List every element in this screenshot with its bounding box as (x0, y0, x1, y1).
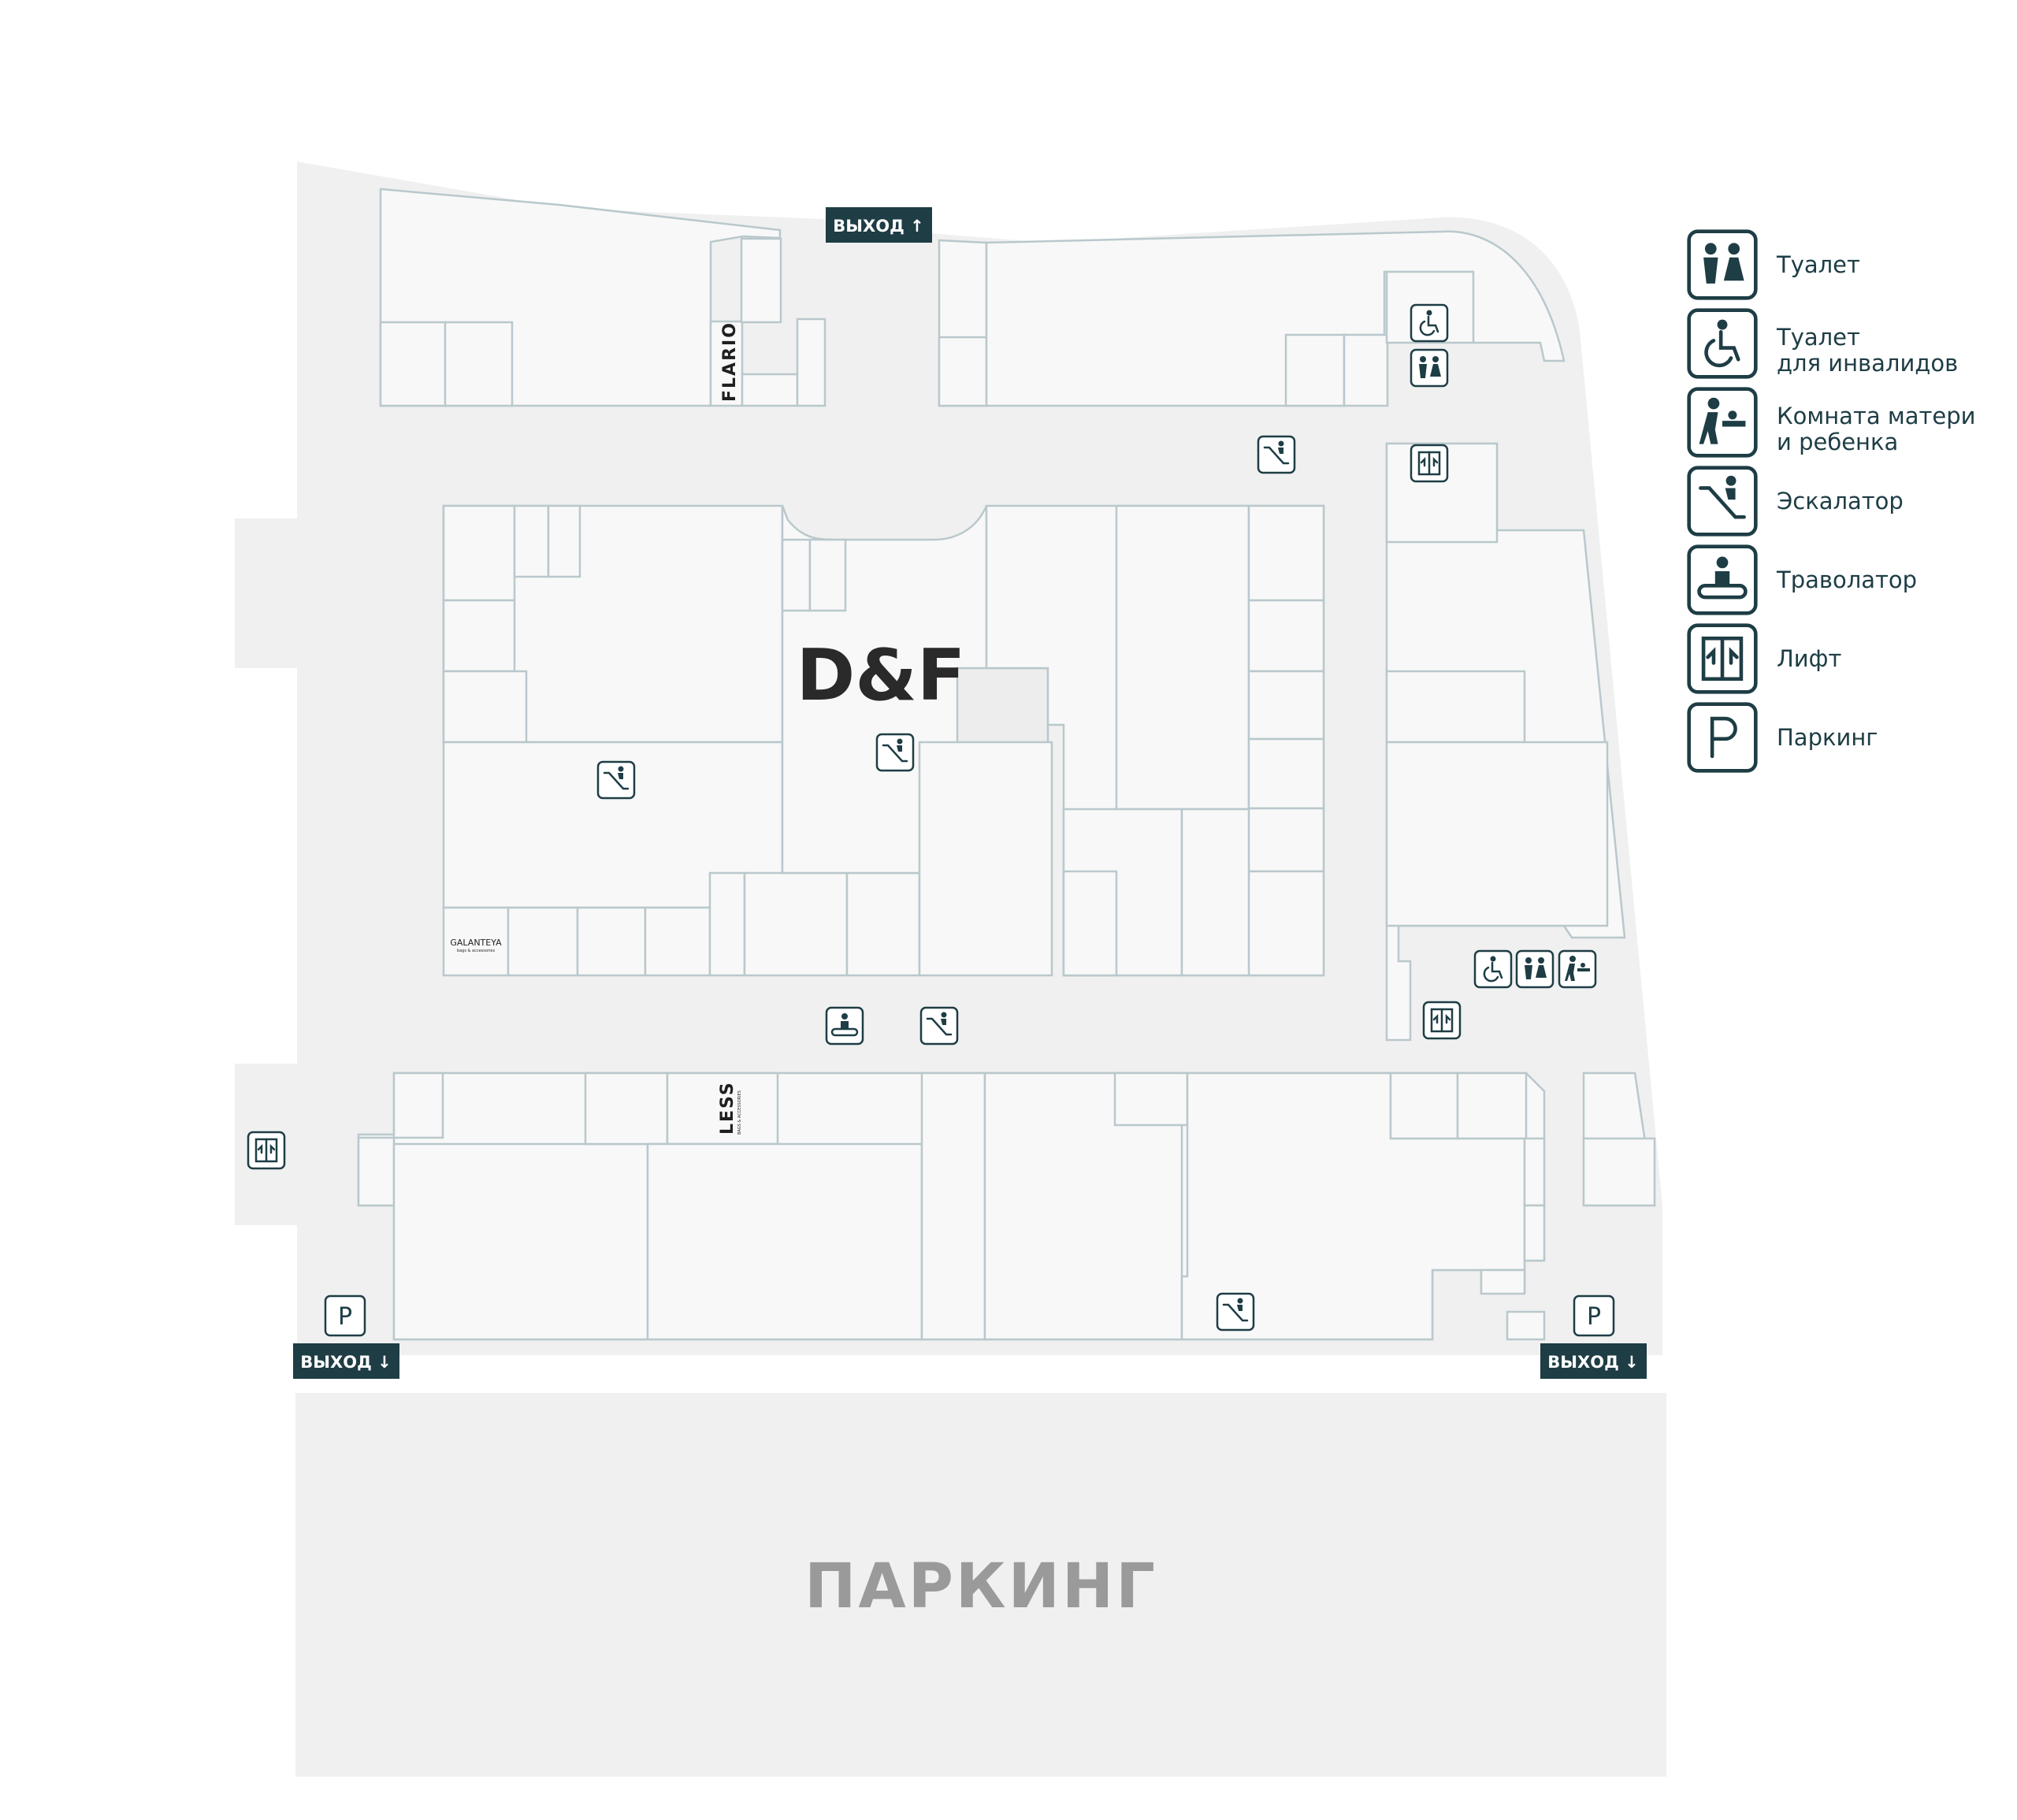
exit-bottom-left-label: ВЫХОД ↓ (300, 1353, 391, 1372)
escalator-icon[interactable] (875, 733, 915, 772)
top-right-block (938, 230, 1566, 407)
parking-sign-left-letter: P (338, 1303, 352, 1331)
parking-sign-right-letter: P (1587, 1303, 1601, 1331)
mother-child-room-icon (1686, 386, 1759, 459)
exit-bottom-right-label: ВЫХОД ↓ (1547, 1353, 1638, 1372)
galanteya-tagline: bags & accessories (457, 949, 496, 953)
accessible-toilet-icon[interactable] (1473, 949, 1513, 989)
travelator-icon[interactable] (825, 1006, 864, 1046)
legend-item-escalator: Эскалатор (1686, 465, 2009, 537)
exit-bottom-left[interactable]: ВЫХОД ↓ (293, 1343, 399, 1379)
parking-sign-left[interactable]: P (324, 1294, 366, 1337)
legend-label: Комната матери и ребенка (1777, 403, 1975, 455)
exit-top[interactable]: ВЫХОД ↑ (826, 207, 932, 243)
df-block (781, 505, 1053, 977)
store-flario-logo[interactable]: FLARIO (720, 321, 740, 402)
legend-label-line1: Комната матери (1777, 403, 1976, 429)
toilet-icon[interactable] (1410, 348, 1449, 388)
center-left-block (442, 504, 921, 977)
store-less-logo[interactable]: LESS BAGS & ACCESSORIES (718, 1081, 742, 1135)
escalator-icon[interactable] (919, 1006, 959, 1046)
legend-label: Эскалатор (1777, 488, 1904, 514)
legend-label: Траволатор (1777, 566, 1918, 593)
less-name: LESS (718, 1081, 737, 1135)
parking-lot-label: ПАРКИНГ (804, 1551, 1157, 1622)
mother-child-room-icon[interactable] (1558, 949, 1597, 989)
legend-label-line2: и ребенка (1777, 429, 1899, 455)
elevator-icon[interactable] (247, 1131, 286, 1170)
parking-sign-right[interactable]: P (1573, 1294, 1615, 1337)
escalator-icon[interactable] (596, 760, 636, 800)
toilet-icon[interactable] (1515, 949, 1555, 989)
legend-label: Туалет (1777, 251, 1860, 278)
legend-item-parking: Паркинг (1686, 701, 2009, 774)
legend-item-accessible-toilet: Туалет для инвалидов (1686, 307, 2009, 380)
elevator-icon[interactable] (1422, 1001, 1462, 1040)
accessible-toilet-icon[interactable] (1410, 303, 1449, 343)
legend-label: Паркинг (1777, 724, 1878, 751)
galanteya-name: GALANTEYA (450, 938, 502, 948)
legend-item-mother-child-room: Комната матери и ребенка (1686, 386, 2009, 459)
right-block (1385, 442, 1626, 1042)
escalator-icon (1686, 465, 1759, 537)
travelator-icon (1686, 544, 1759, 616)
escalator-icon[interactable] (1257, 435, 1296, 474)
accessible-toilet-icon (1686, 307, 1759, 380)
legend-label: Туалет для инвалидов (1777, 325, 1958, 377)
exit-bottom-right[interactable]: ВЫХОД ↓ (1540, 1343, 1647, 1379)
toilet-icon (1686, 228, 1759, 301)
elevator-icon[interactable] (1410, 444, 1449, 483)
legend-label-line2: для инвалидов (1777, 350, 1959, 377)
legend-label: Лифт (1777, 645, 1842, 672)
store-galanteya-logo[interactable]: GALANTEYA bags & accessories (450, 938, 502, 953)
parking-lot (295, 1393, 1666, 1777)
store-df-logo[interactable]: D&F (797, 634, 966, 717)
bottom-block (357, 1072, 1656, 1341)
less-tagline: BAGS & ACCESSORIES (737, 1090, 742, 1135)
top-left-block (379, 188, 826, 407)
escalator-icon[interactable] (1216, 1292, 1255, 1332)
legend-item-toilet: Туалет (1686, 228, 2009, 301)
center-right-block (985, 504, 1325, 977)
elevator-icon (1686, 622, 1759, 695)
legend-item-elevator: Лифт (1686, 622, 2009, 695)
legend-item-travelator: Траволатор (1686, 544, 2009, 616)
legend-label-line1: Туалет (1777, 324, 1860, 351)
exit-top-label: ВЫХОД ↑ (833, 217, 923, 236)
parking-icon (1686, 701, 1759, 774)
